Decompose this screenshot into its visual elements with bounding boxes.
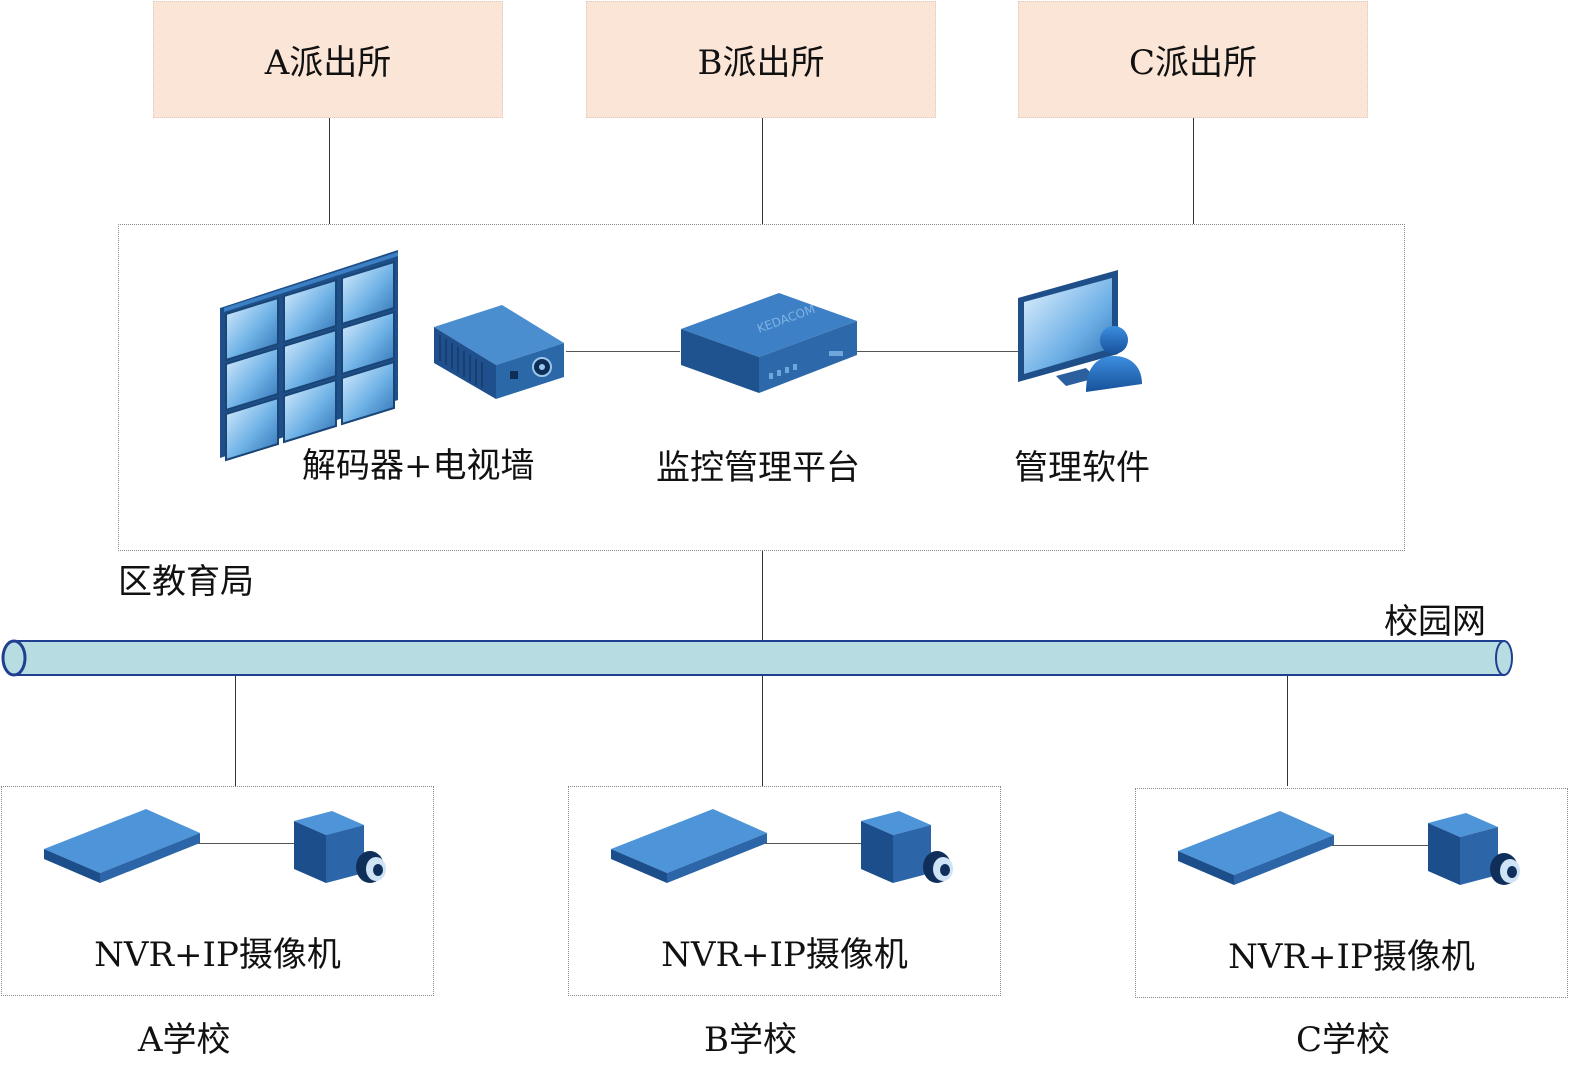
- school-a-devices-label: NVR+IP摄像机: [94, 935, 341, 975]
- connector-network-school-c: [1287, 676, 1288, 786]
- management-server-icon: KEDACOM: [681, 293, 857, 393]
- school-a-name: A学校: [138, 1020, 231, 1060]
- nvr-icon: [44, 809, 200, 883]
- police-station-c-label: C派出所: [1128, 43, 1257, 83]
- link-decoder-platform: [566, 351, 680, 352]
- school-b-devices-label: NVR+IP摄像机: [661, 935, 908, 975]
- school-b-name: B学校: [704, 1020, 797, 1060]
- school-a-frame: NVR+IP摄像机: [1, 786, 434, 996]
- campus-network-pipe: [1, 639, 1513, 677]
- nvr-icon: [611, 809, 767, 883]
- decoder-videowall-label: 解码器+电视墙: [302, 446, 535, 486]
- bureau-name: 区教育局: [118, 562, 254, 602]
- school-c-devices-label: NVR+IP摄像机: [1228, 937, 1475, 977]
- ip-camera-icon: [1428, 813, 1520, 885]
- connector-c-station: [1193, 118, 1194, 224]
- connector-bureau-network: [762, 551, 763, 641]
- school-b-frame: NVR+IP摄像机: [568, 786, 1001, 996]
- connector-network-school-a: [235, 676, 236, 786]
- management-platform-label: 监控管理平台: [656, 448, 860, 488]
- police-station-a-label: A派出所: [264, 43, 392, 83]
- police-station-b: B派出所: [586, 1, 936, 118]
- connector-a-station: [329, 118, 330, 224]
- school-c-name: C学校: [1296, 1020, 1391, 1060]
- link-platform-software: [856, 351, 1018, 352]
- management-software-label: 管理软件: [1014, 448, 1150, 488]
- link-nvr-camera: [198, 843, 294, 844]
- connector-b-station: [762, 118, 763, 224]
- link-nvr-camera: [765, 843, 861, 844]
- connector-network-school-b: [762, 676, 763, 786]
- police-station-c: C派出所: [1018, 1, 1368, 118]
- video-wall-decoder-icon: [220, 250, 398, 462]
- ip-camera-icon: [294, 811, 386, 883]
- link-nvr-camera: [1332, 845, 1428, 846]
- monitor-user-icon: [1018, 270, 1142, 392]
- school-c-frame: NVR+IP摄像机: [1135, 788, 1568, 998]
- police-station-a: A派出所: [153, 1, 503, 118]
- network-label: 校园网: [1384, 602, 1486, 642]
- police-station-b-label: B派出所: [697, 43, 825, 83]
- nvr-icon: [1178, 811, 1334, 885]
- decoder-box-icon: [434, 305, 564, 399]
- ip-camera-icon: [861, 811, 953, 883]
